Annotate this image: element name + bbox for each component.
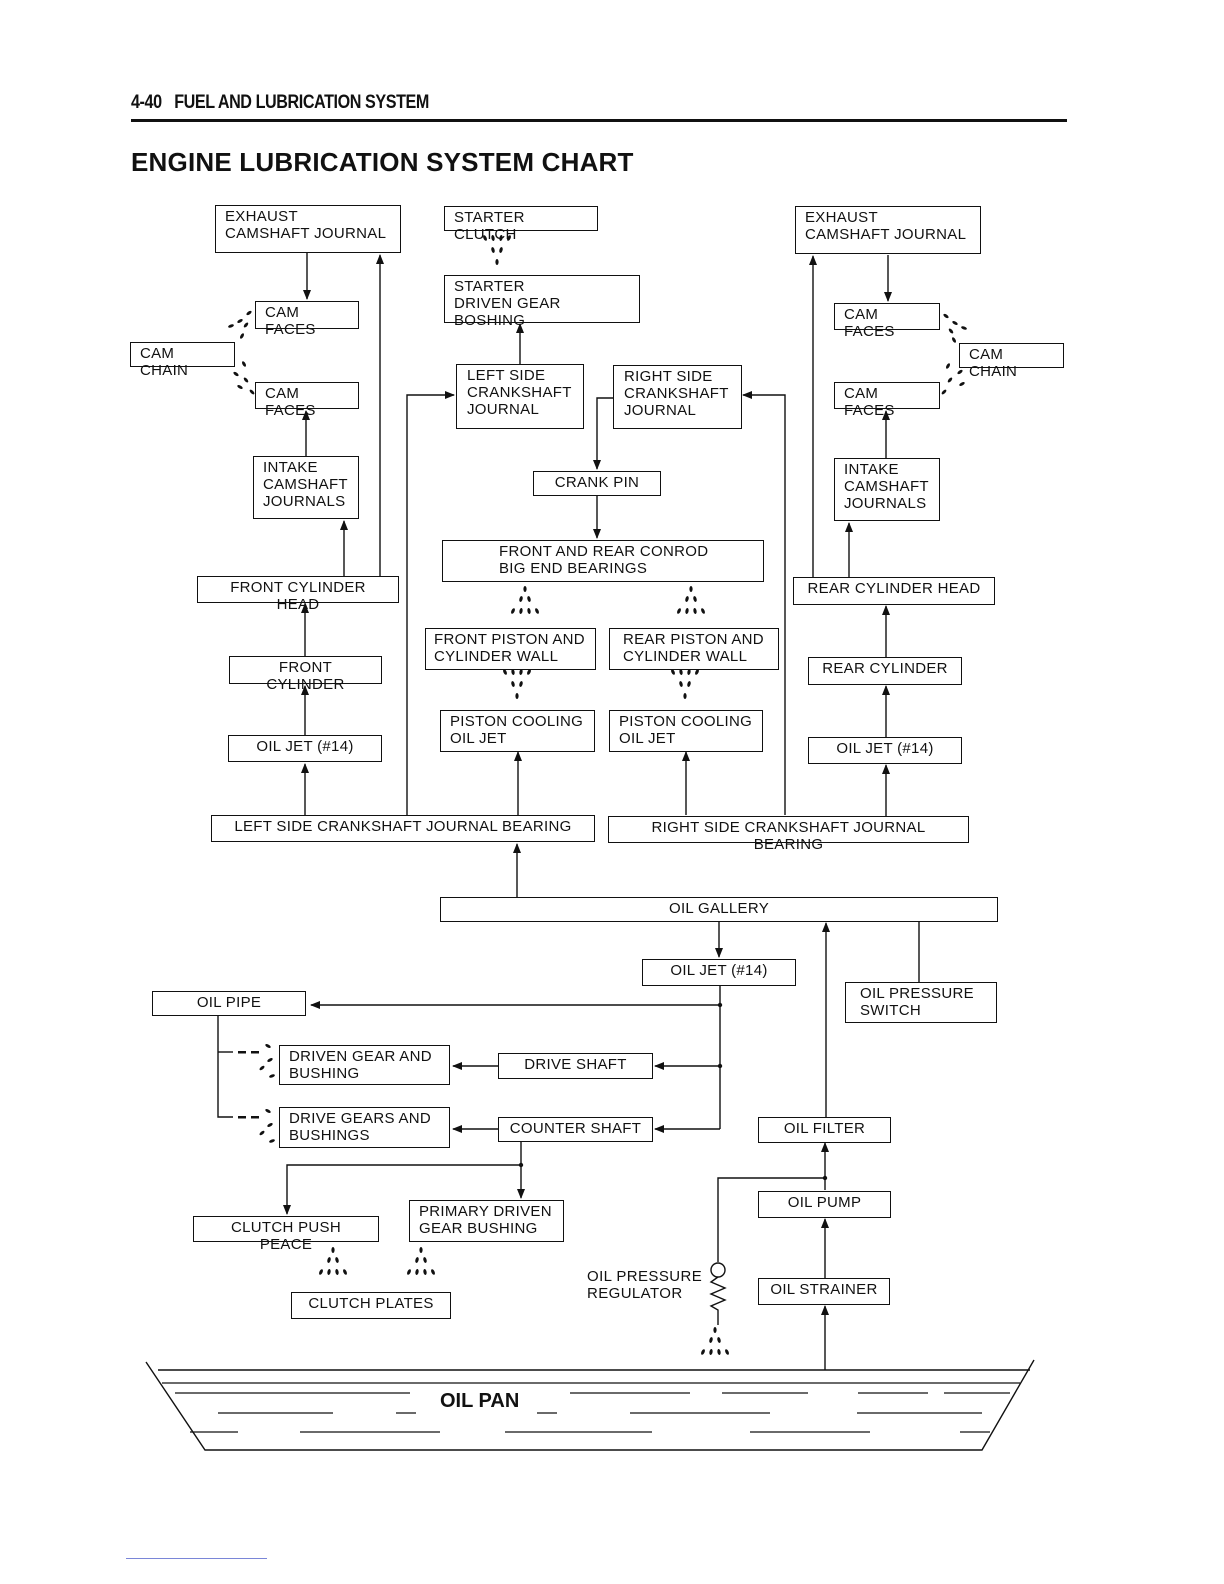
intake-camshaft-journals-left: INTAKE CAMSHAFT JOURNALS <box>253 456 359 519</box>
cam-faces-right-bottom: CAM FACES <box>834 382 940 419</box>
intake-camshaft-journals-right: INTAKE CAMSHAFT JOURNALS <box>834 458 940 521</box>
oil-jet-gallery: OIL JET (#14) <box>642 959 796 986</box>
oil-pressure-regulator-label: OIL PRESSURE REGULATOR <box>587 1268 703 1302</box>
cam-faces-left-top: CAM FACES <box>255 301 359 338</box>
piston-cooling-oil-jet-left: PISTON COOLING OIL JET <box>440 710 595 752</box>
counter-shaft: COUNTER SHAFT <box>498 1117 653 1142</box>
page-title: ENGINE LUBRICATION SYSTEM CHART <box>131 147 634 177</box>
cam-faces-left-bottom: CAM FACES <box>255 382 359 419</box>
oil-jet-right: OIL JET (#14) <box>808 737 962 764</box>
cam-chain-left: CAM CHAIN <box>130 342 235 379</box>
right-side-crankshaft-journal-bearing: RIGHT SIDE CRANKSHAFT JOURNAL BEARING <box>608 816 969 853</box>
crank-pin: CRANK PIN <box>533 471 661 496</box>
oil-gallery: OIL GALLERY <box>440 897 998 922</box>
oil-jet-left: OIL JET (#14) <box>228 735 382 762</box>
footer-link-rule <box>126 1558 267 1559</box>
cam-faces-right-top: CAM FACES <box>834 303 940 340</box>
left-side-crankshaft-journal-bearing: LEFT SIDE CRANKSHAFT JOURNAL BEARING <box>211 815 595 842</box>
starter-clutch: STARTER CLUTCH <box>444 206 598 243</box>
rear-cylinder-head: REAR CYLINDER HEAD <box>793 577 995 605</box>
rear-piston-cylinder-wall: REAR PISTON AND CYLINDER WALL <box>609 628 779 670</box>
oil-pressure-switch: OIL PRESSURE SWITCH <box>845 982 997 1023</box>
primary-driven-gear-bushing: PRIMARY DRIVEN GEAR BUSHING <box>409 1200 564 1242</box>
oil-filter: OIL FILTER <box>758 1117 891 1143</box>
section-title: FUEL AND LUBRICATION SYSTEM <box>174 92 429 113</box>
oil-pump: OIL PUMP <box>758 1191 891 1218</box>
exhaust-camshaft-journal-right: EXHAUST CAMSHAFT JOURNAL <box>795 206 981 254</box>
exhaust-camshaft-journal-left: EXHAUST CAMSHAFT JOURNAL <box>215 205 401 253</box>
oil-pipe: OIL PIPE <box>152 991 306 1016</box>
page-number: 4-40 <box>131 92 162 113</box>
piston-cooling-oil-jet-right: PISTON COOLING OIL JET <box>609 710 763 752</box>
front-cylinder-head: FRONT CYLINDER HEAD <box>197 576 399 613</box>
cam-chain-right: CAM CHAIN <box>959 343 1064 380</box>
clutch-plates: CLUTCH PLATES <box>291 1292 451 1319</box>
oil-pan-label: OIL PAN <box>437 1390 523 1413</box>
front-cylinder: FRONT CYLINDER <box>229 656 382 693</box>
front-piston-cylinder-wall: FRONT PISTON AND CYLINDER WALL <box>425 628 596 670</box>
header-rule <box>131 119 1067 122</box>
clutch-push-piece: CLUTCH PUSH PEACE <box>193 1216 379 1253</box>
right-side-crankshaft-journal: RIGHT SIDE CRANKSHAFT JOURNAL <box>613 365 742 429</box>
drive-gears-bushings: DRIVE GEARS AND BUSHINGS <box>279 1107 450 1148</box>
drive-shaft: DRIVE SHAFT <box>498 1053 653 1079</box>
oil-strainer: OIL STRAINER <box>758 1278 890 1305</box>
rear-cylinder: REAR CYLINDER <box>808 657 962 685</box>
left-side-crankshaft-journal: LEFT SIDE CRANKSHAFT JOURNAL <box>456 364 584 429</box>
conrod-big-end-bearings: FRONT AND REAR CONROD BIG END BEARINGS <box>442 540 764 582</box>
driven-gear-bushing: DRIVEN GEAR AND BUSHING <box>279 1045 450 1085</box>
page-header: 4-40 FUEL AND LUBRICATION SYSTEM <box>131 92 429 114</box>
starter-driven-gear-boshing: STARTER DRIVEN GEAR BOSHING <box>444 275 640 329</box>
